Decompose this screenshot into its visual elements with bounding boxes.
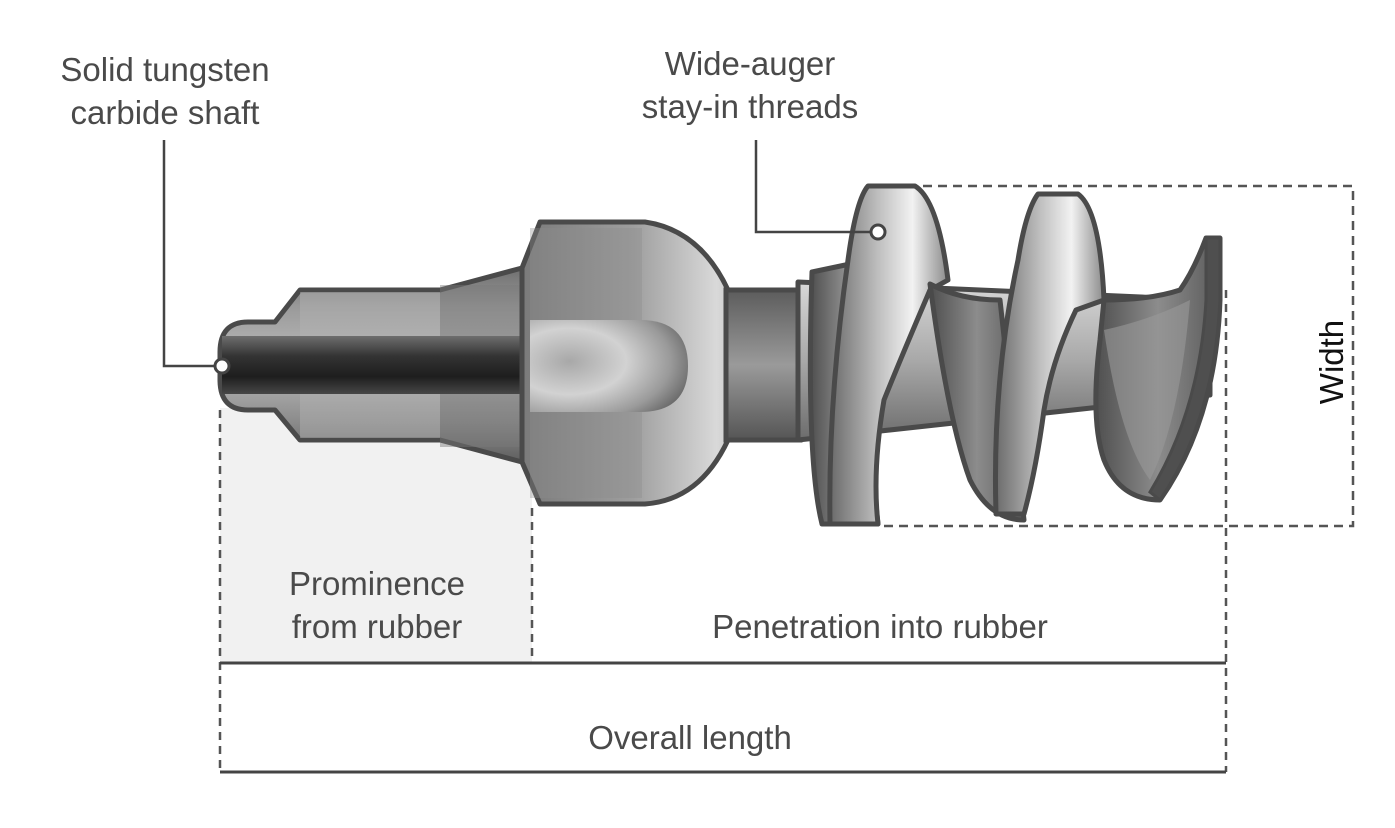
shaft-label-line-1: Solid tungsten	[60, 51, 270, 88]
shaft-leader-line	[162, 140, 222, 368]
carbide-stud	[217, 183, 1223, 527]
prominence-label: Prominence from rubber	[224, 562, 530, 648]
overall-length-label: Overall length	[588, 719, 792, 756]
penetration-label: Penetration into rubber	[712, 608, 1048, 645]
shaft-callout-dot	[213, 357, 231, 375]
width-dimension-box	[878, 184, 1355, 528]
stud-neck	[723, 287, 803, 443]
prominence-label-line-2: from rubber	[291, 608, 463, 645]
shaft-label: Solid tungsten carbide shaft	[30, 48, 300, 134]
threads-callout-dot	[869, 223, 887, 241]
thread-2	[827, 183, 951, 527]
width-label: Width	[1313, 319, 1350, 405]
head-bulb	[530, 320, 688, 412]
threads-label: Wide-auger stay-in threads	[600, 42, 900, 128]
carbide-shaft	[222, 336, 526, 394]
thread-4	[992, 191, 1107, 517]
threads-label-line-2: stay-in threads	[641, 88, 859, 125]
prominence-label-line-1: Prominence	[288, 565, 466, 602]
shaft-label-line-2: carbide shaft	[70, 94, 260, 131]
threads-leader-line	[754, 140, 878, 234]
threads-label-line-1: Wide-auger	[664, 45, 836, 82]
